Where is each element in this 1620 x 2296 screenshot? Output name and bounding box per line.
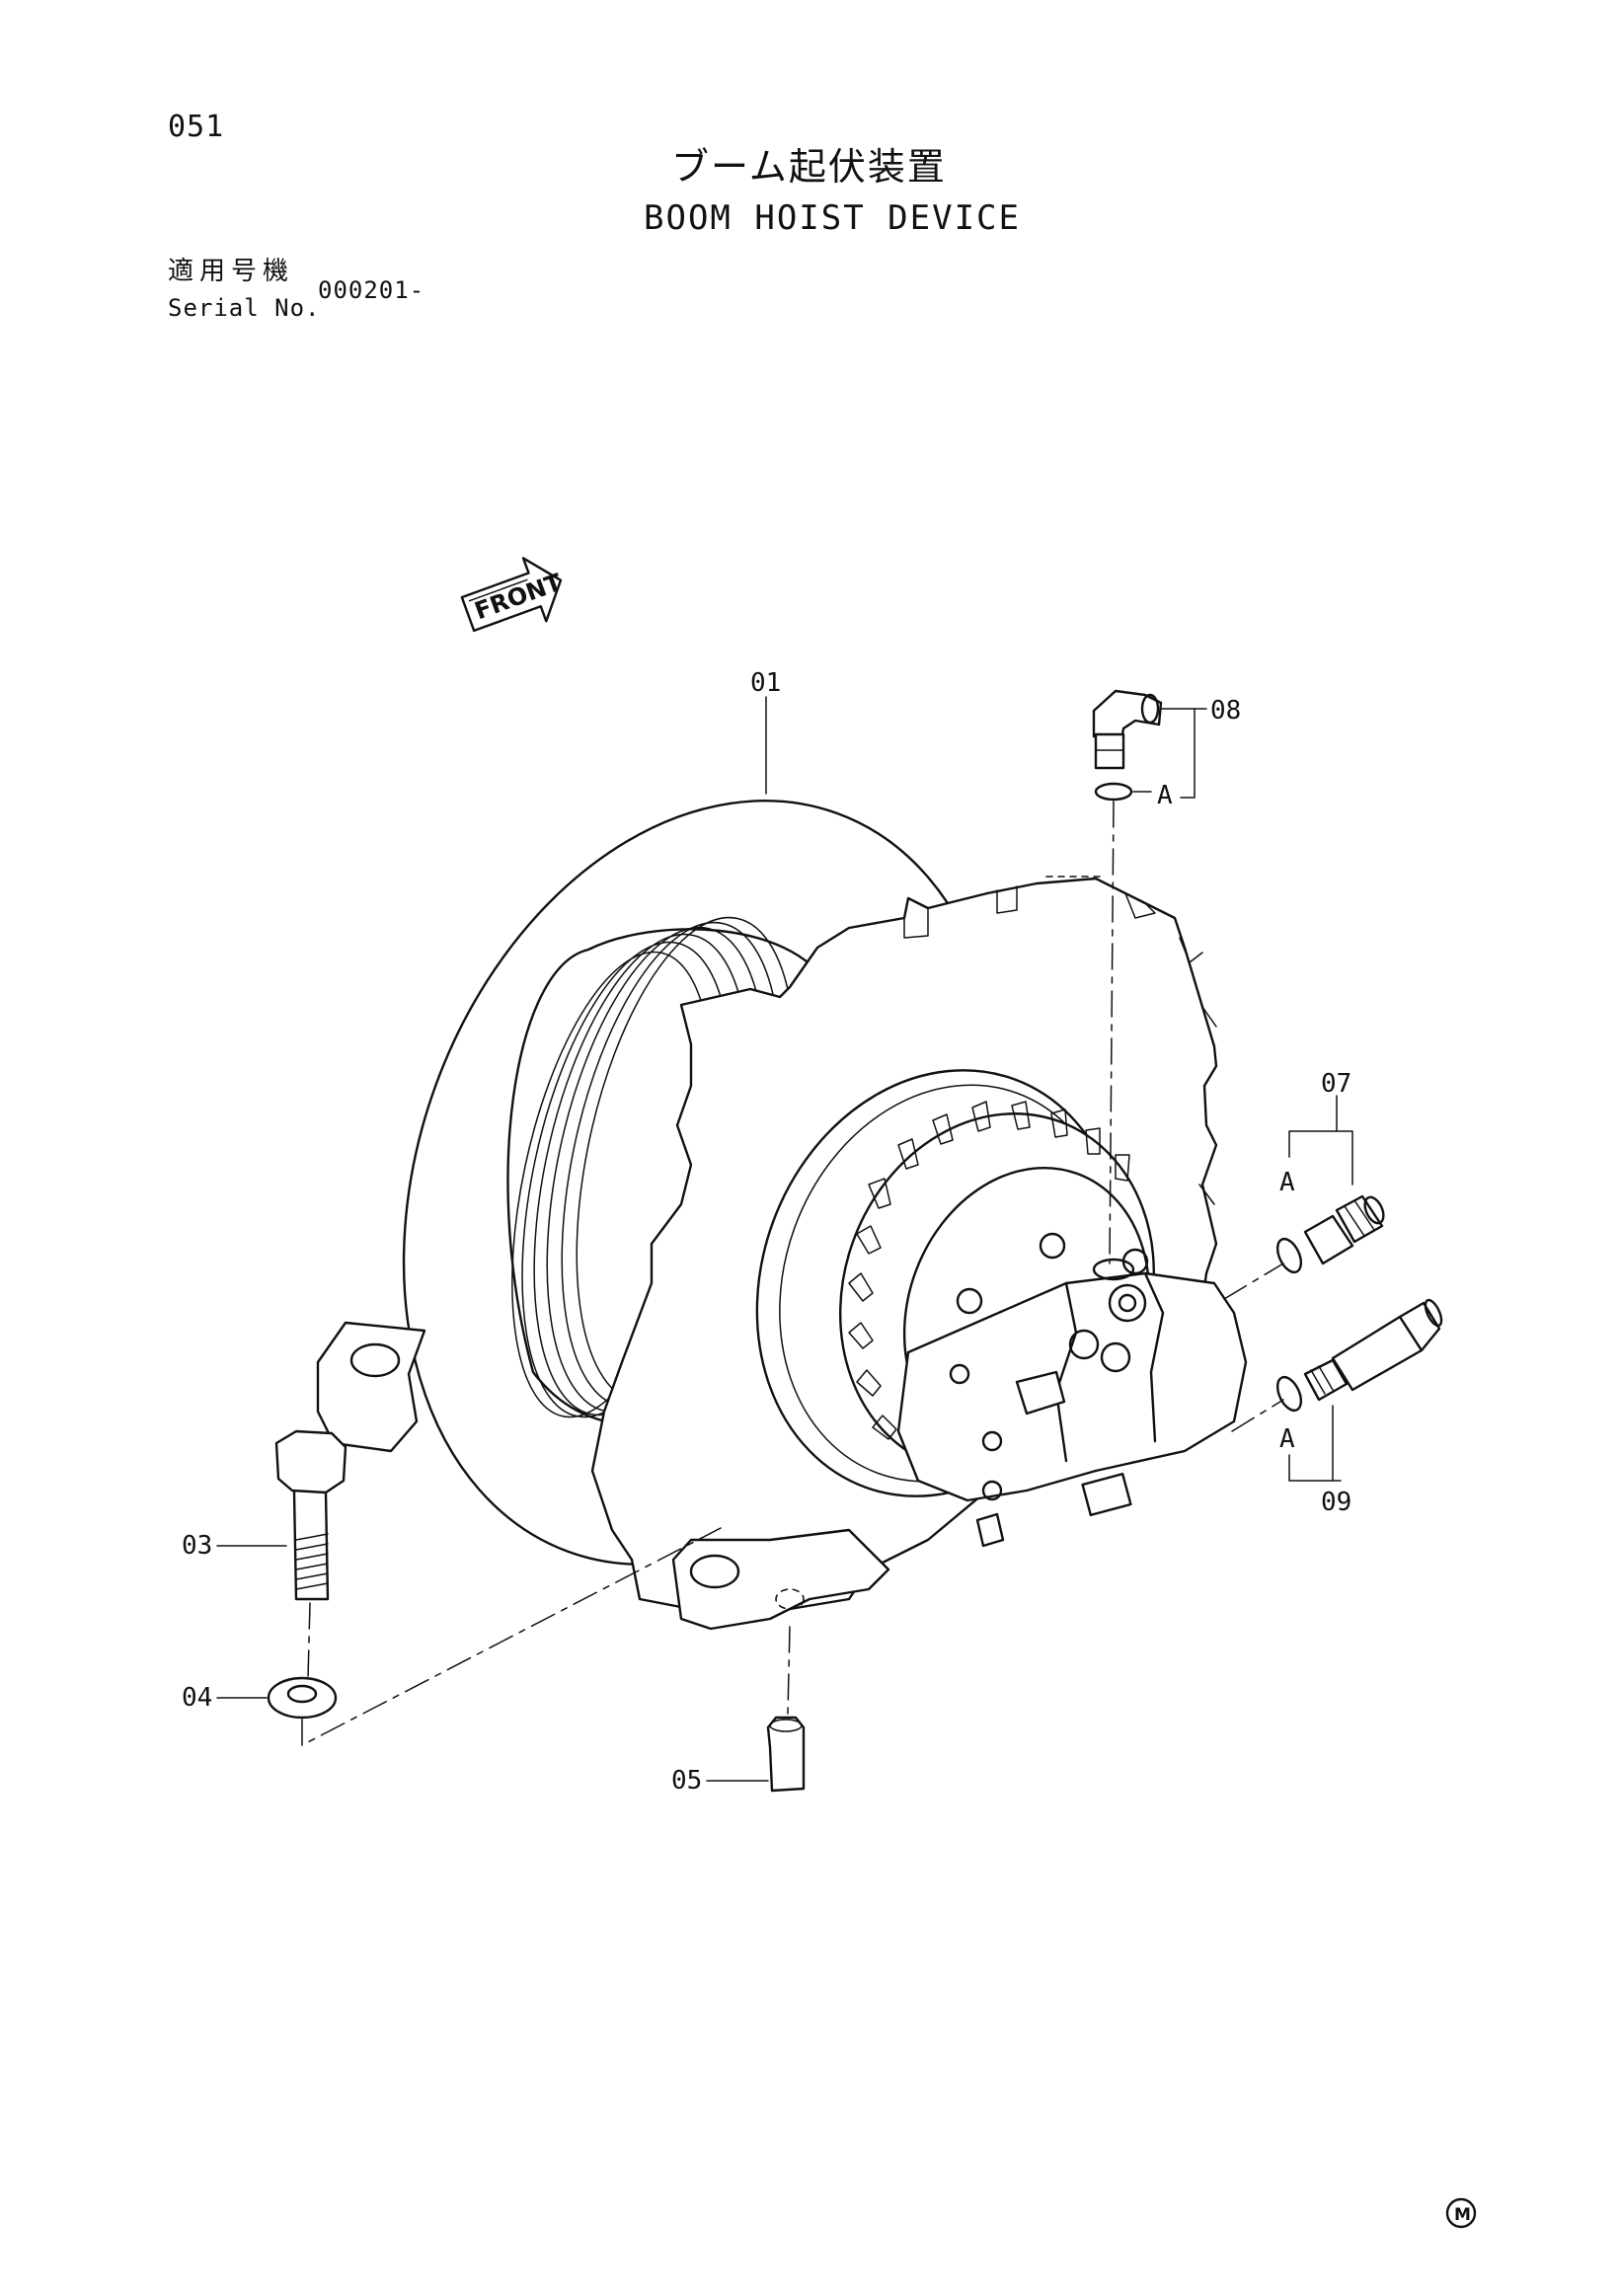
callout-03: 03 (182, 1531, 212, 1561)
callout-01: 01 (750, 668, 781, 698)
leader-lines (216, 696, 1353, 1782)
page-number: 051 (168, 110, 225, 144)
part-04-washer (267, 1676, 338, 1720)
winch-drum-assembly (316, 800, 1248, 1631)
callout-a-upper: A (1157, 781, 1173, 810)
callout-04: 04 (182, 1683, 212, 1713)
part-03-bolt (274, 1429, 347, 1601)
page-title: BOOM HOIST DEVICE (644, 198, 1021, 238)
callout-08: 08 (1210, 696, 1241, 726)
page-title-japanese: ブーム起伏装置 (671, 145, 947, 189)
part-05-pin (766, 1716, 806, 1793)
serial-label: Serial No. (168, 294, 321, 322)
serial-label-japanese: 適用号機 (168, 257, 295, 286)
footer-mark-letter: M (1454, 2205, 1471, 2225)
part-07-adapter (1275, 1194, 1385, 1274)
callout-07: 07 (1321, 1069, 1351, 1099)
callout-a-right-top: A (1279, 1168, 1295, 1197)
front-arrow: FRONT (460, 557, 566, 633)
callout-09: 09 (1321, 1488, 1351, 1517)
part-08-elbow-fitting (1092, 689, 1163, 802)
serial-number-value: 000201- (318, 276, 425, 304)
callout-05: 05 (671, 1766, 702, 1796)
footer-mark: M (1445, 2197, 1477, 2229)
part-09-nipple (1275, 1298, 1443, 1413)
callout-a-right-bottom: A (1279, 1424, 1295, 1454)
